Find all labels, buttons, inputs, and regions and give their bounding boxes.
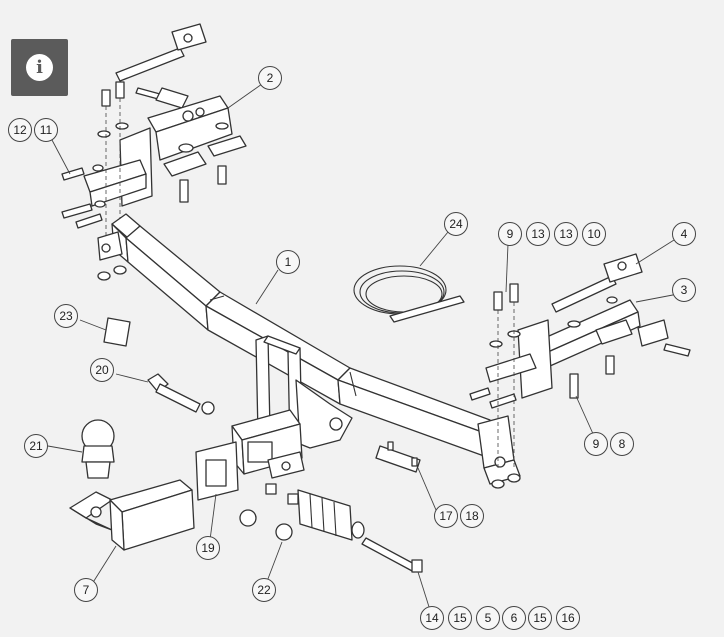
main-crossbar <box>97 213 521 485</box>
callout-11[interactable]: 11 <box>34 118 58 142</box>
cover-19 <box>195 441 239 501</box>
callout-23[interactable]: 23 <box>54 304 78 328</box>
pin-20 <box>147 373 215 415</box>
callout-9-top[interactable]: 9 <box>498 222 522 246</box>
callout-12[interactable]: 12 <box>8 118 32 142</box>
damper-block <box>297 489 365 541</box>
callout-9-right[interactable]: 9 <box>584 432 608 456</box>
callout-18[interactable]: 18 <box>460 504 484 528</box>
callout-13-b[interactable]: 13 <box>554 222 578 246</box>
callout-15-a[interactable]: 15 <box>448 606 472 630</box>
long-bolt-14 <box>361 537 423 573</box>
callout-14[interactable]: 14 <box>420 606 444 630</box>
callout-24[interactable]: 24 <box>444 212 468 236</box>
callout-6[interactable]: 6 <box>502 606 526 630</box>
right-bracket-assembly <box>469 253 691 489</box>
callout-19[interactable]: 19 <box>196 536 220 560</box>
callout-8[interactable]: 8 <box>610 432 634 456</box>
wiring-coil <box>353 265 465 323</box>
callout-2[interactable]: 2 <box>258 66 282 90</box>
callout-21[interactable]: 21 <box>24 434 48 458</box>
sticker-23 <box>103 317 131 347</box>
callout-17[interactable]: 17 <box>434 504 458 528</box>
callout-10[interactable]: 10 <box>582 222 606 246</box>
info-icon: i <box>26 54 53 81</box>
callout-1[interactable]: 1 <box>276 250 300 274</box>
leader-lines <box>47 83 679 611</box>
callout-15-b[interactable]: 15 <box>528 606 552 630</box>
callout-7[interactable]: 7 <box>74 578 98 602</box>
shackles-22 <box>239 483 299 541</box>
bracket-17-18 <box>375 441 421 473</box>
callout-5[interactable]: 5 <box>476 606 500 630</box>
left-bracket-assembly <box>61 23 247 281</box>
towball-21 <box>81 419 115 479</box>
callout-16[interactable]: 16 <box>556 606 580 630</box>
callout-20[interactable]: 20 <box>90 358 114 382</box>
callout-3[interactable]: 3 <box>672 278 696 302</box>
info-button[interactable]: i <box>11 39 68 96</box>
callout-13-a[interactable]: 13 <box>526 222 550 246</box>
callout-4[interactable]: 4 <box>672 222 696 246</box>
ball-mount-7 <box>69 479 195 551</box>
callout-22[interactable]: 22 <box>252 578 276 602</box>
